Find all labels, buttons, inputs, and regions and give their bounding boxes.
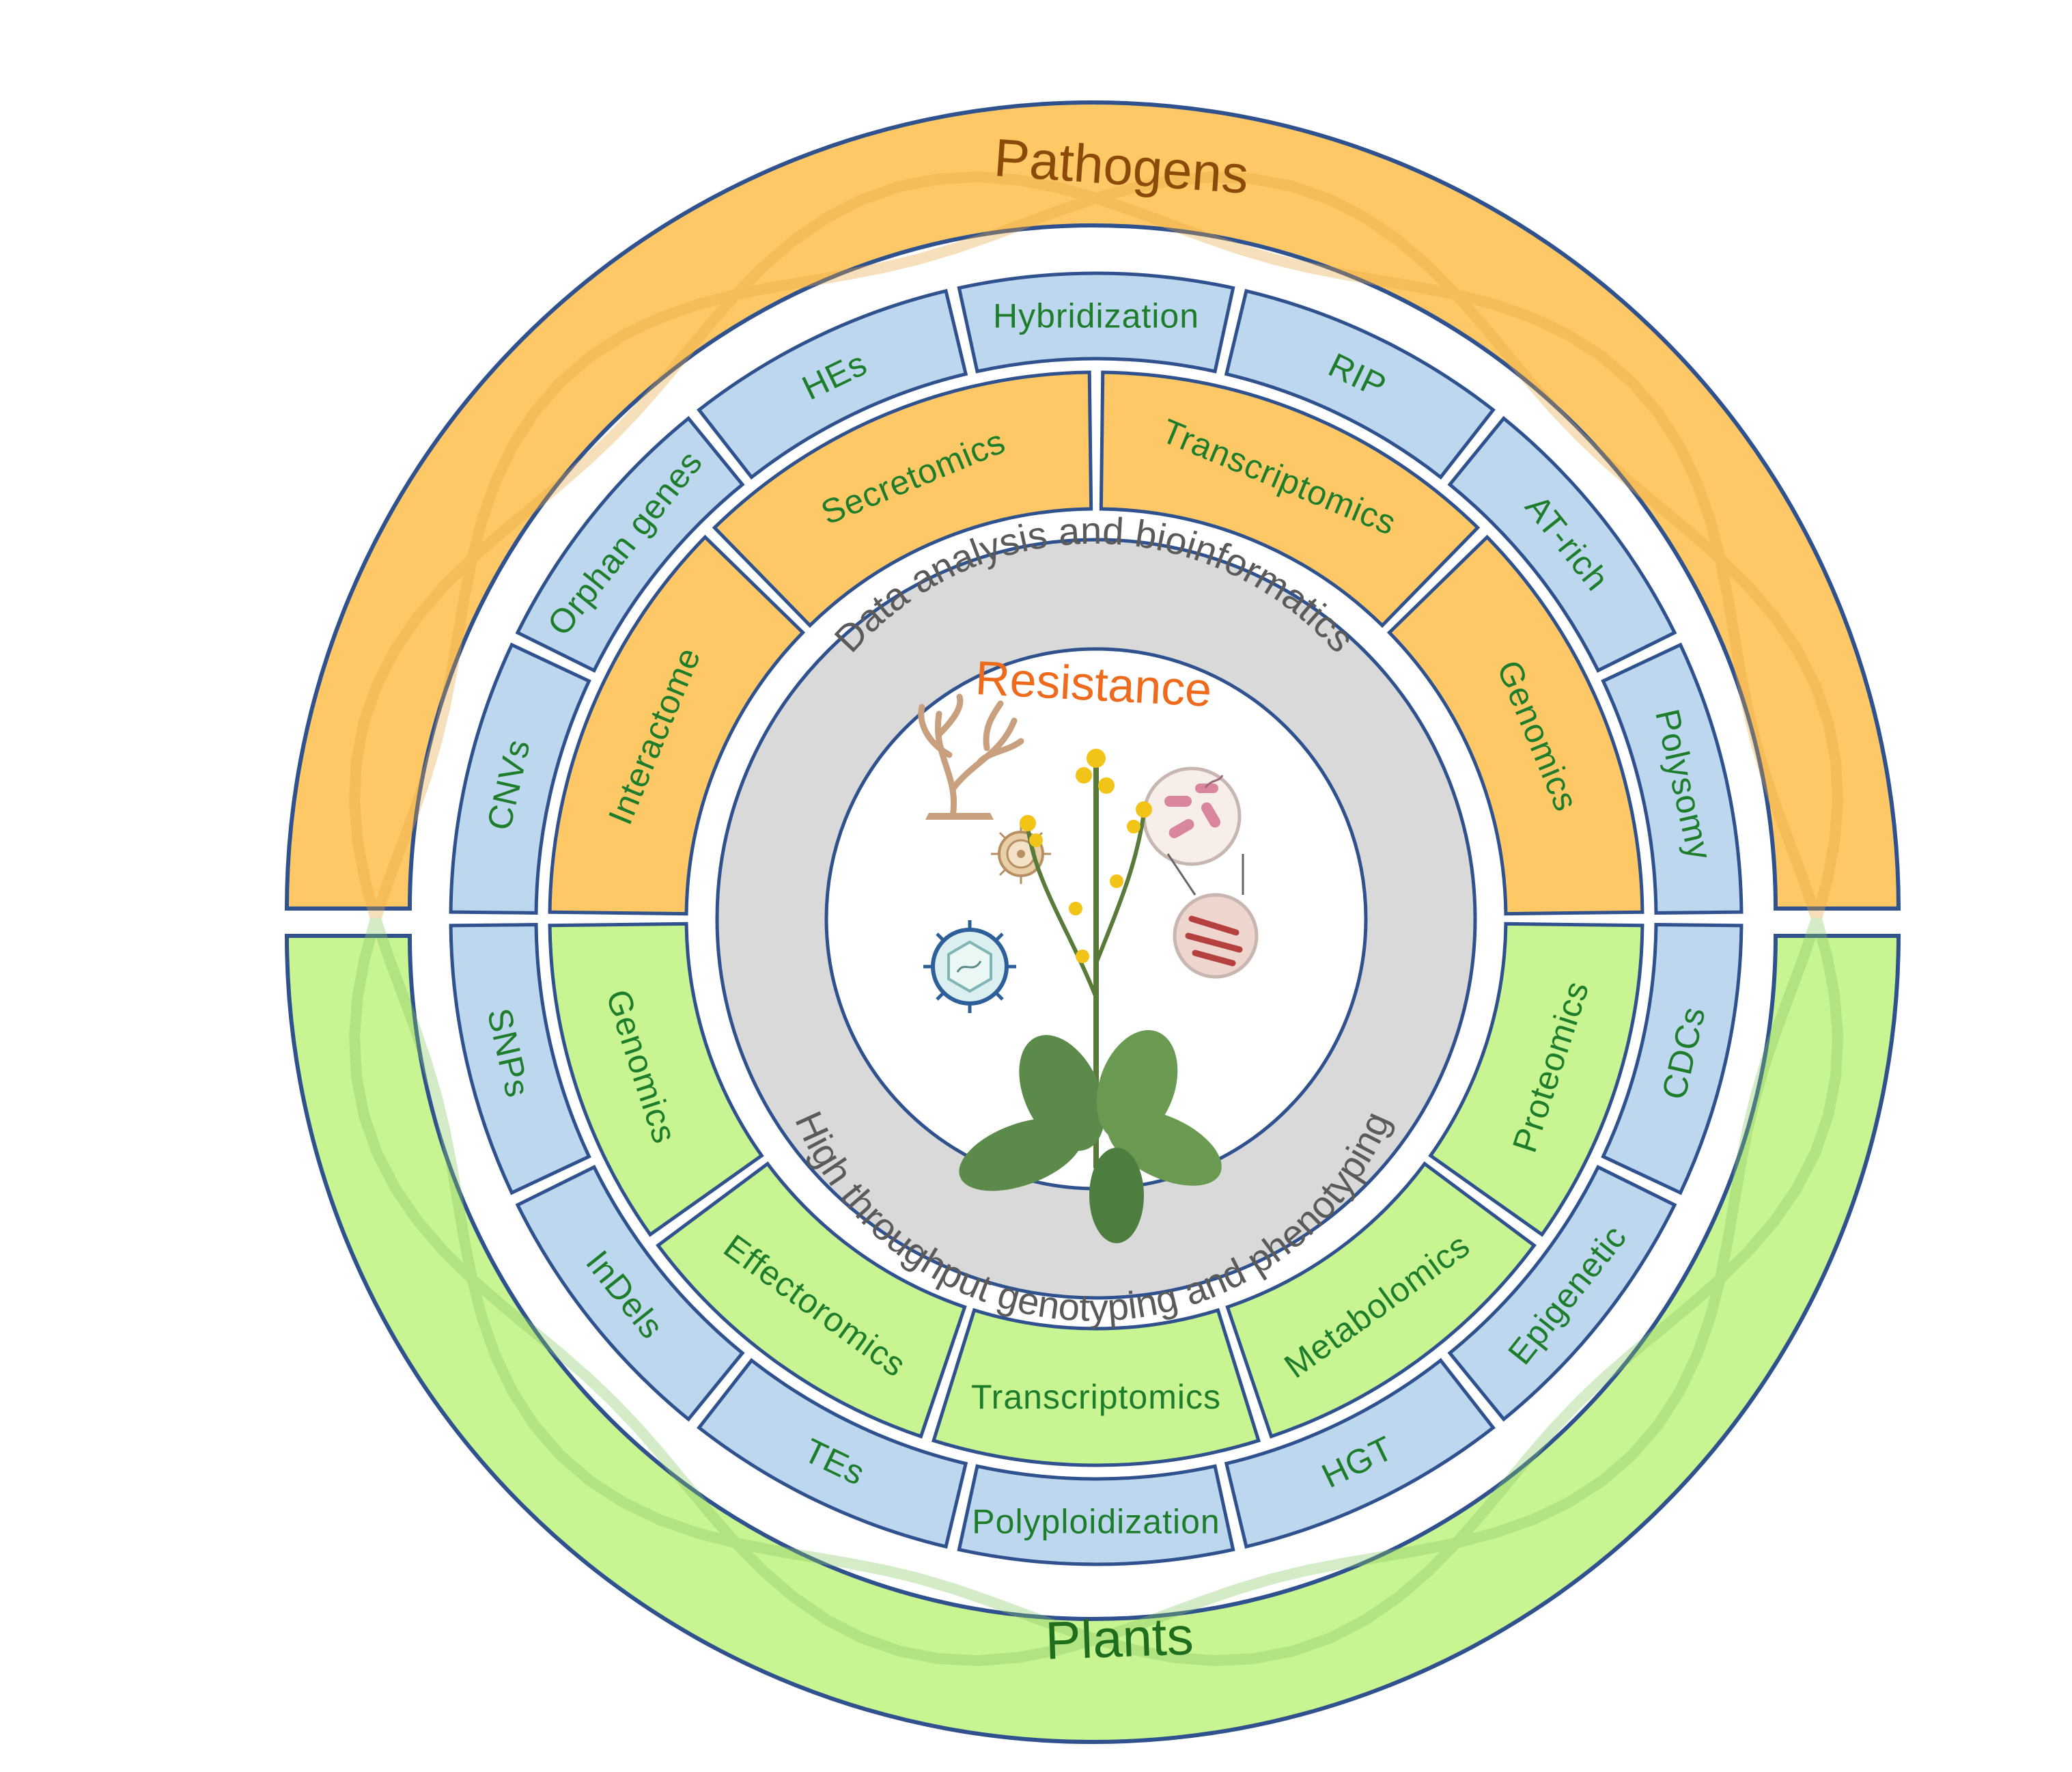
pathogen-outer-segment-2 xyxy=(697,288,968,480)
plant-outer-segment-1 xyxy=(1447,1165,1677,1422)
pathogen-outer-label-3: Hybridization xyxy=(993,297,1199,335)
resistance-title: Resistance xyxy=(974,651,1213,717)
plant-inner-label-2: Transcriptomics xyxy=(971,1378,1221,1416)
pathogen-inner-segment-3 xyxy=(1386,534,1644,916)
pathogen-outer-segment-4 xyxy=(1224,288,1496,480)
plant-inner-segment-1 xyxy=(1225,1161,1537,1439)
plant-outer-segment-4 xyxy=(697,1357,968,1549)
plant-outer-label-3: Polyploidization xyxy=(972,1503,1220,1541)
pathogens-outer-ring xyxy=(284,100,1901,911)
plant-icon xyxy=(959,749,1222,1243)
oomycete-icon xyxy=(1166,853,1259,979)
plant-outer-segment-5 xyxy=(515,1165,745,1422)
plant-outer-segment-2 xyxy=(1224,1357,1496,1549)
pathogen-outer-segment-0 xyxy=(449,642,591,915)
pathogen-outer-segment-1 xyxy=(515,415,745,673)
plant-inner-segment-4 xyxy=(548,922,764,1237)
fungus-icon xyxy=(918,693,1024,820)
plants-label: Plants xyxy=(1044,1605,1194,1671)
virus-icon xyxy=(923,920,1016,1013)
pathogen-inner-segment-0 xyxy=(548,534,806,916)
pathogen-inner-segment-2 xyxy=(1099,370,1481,628)
bacteria-icon xyxy=(1142,766,1242,866)
plant-inner-segment-2 xyxy=(931,1307,1261,1467)
plant-inner-segment-0 xyxy=(1428,922,1644,1237)
pathogen-outer-segment-3 xyxy=(957,271,1235,374)
pathogen-outer-segment-5 xyxy=(1447,415,1677,673)
plants-outer-ring xyxy=(284,934,1901,1744)
dna-helix-decoration xyxy=(348,171,1844,1667)
plant-inner-segments: ProteomicsMetabolomicsTranscriptomicsEff… xyxy=(548,922,1644,1467)
plant-inner-segment-3 xyxy=(656,1161,967,1439)
plant-outer-segment-3 xyxy=(957,1464,1235,1566)
pathogen-inner-segment-1 xyxy=(712,370,1093,628)
plant-outer-segments: CDCsEpigeneticHGTPolyploidizationTEsInDe… xyxy=(449,923,1744,1566)
pathogen-outer-segment-6 xyxy=(1601,642,1744,915)
plant-outer-segment-6 xyxy=(449,923,591,1195)
plant-outer-segment-0 xyxy=(1601,923,1744,1195)
